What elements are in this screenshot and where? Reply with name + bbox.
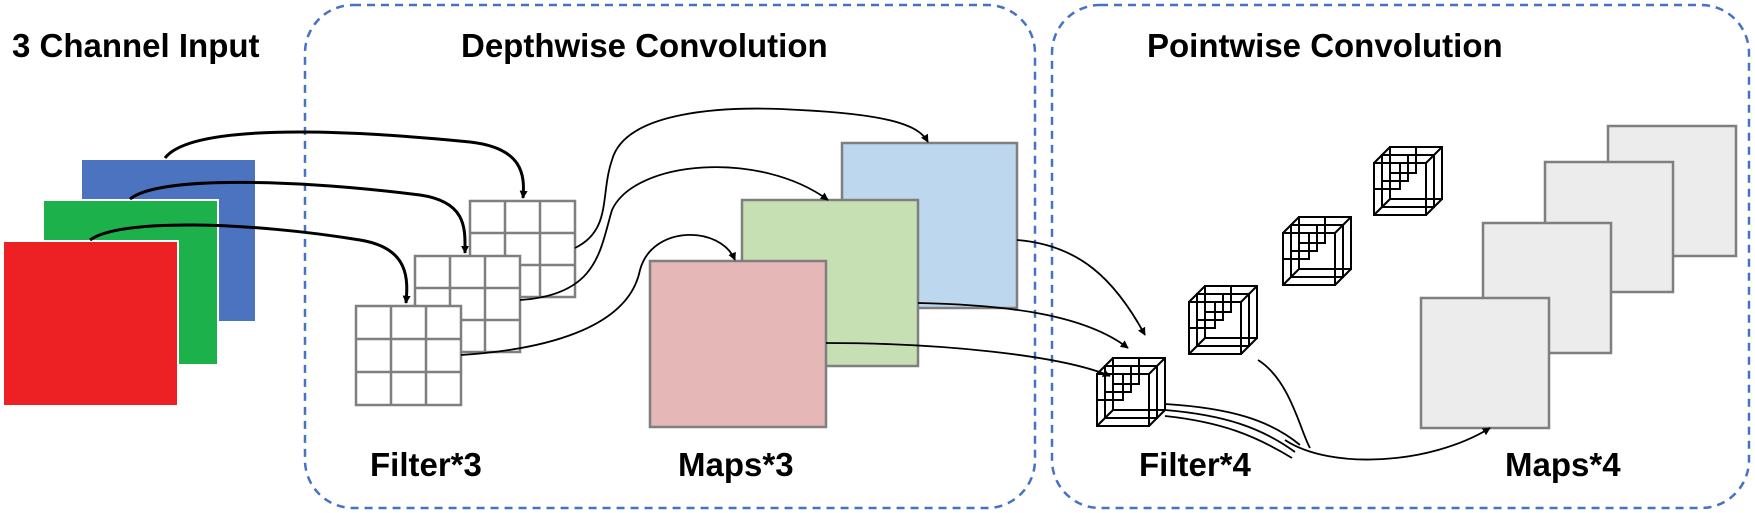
filter-to-map-arrows xyxy=(460,107,929,356)
arrow-icon xyxy=(574,107,929,249)
pw-map-1 xyxy=(1419,296,1551,430)
arrow-icon xyxy=(1284,427,1491,461)
arrow-icon xyxy=(917,302,1129,349)
input-to-filter-arrows xyxy=(89,130,528,304)
cube-icon xyxy=(1096,357,1166,427)
pw-filters-label: Filter*4 xyxy=(1139,446,1252,483)
pw-filter-3 xyxy=(1282,216,1352,286)
dw-filter-2 xyxy=(413,254,522,354)
dw-filters-label: Filter*3 xyxy=(370,446,482,483)
arrow-icon xyxy=(519,166,829,301)
depthwise-title: Depthwise Convolution xyxy=(461,27,828,64)
arrow-icon xyxy=(1016,239,1146,336)
depthwise-panel xyxy=(303,3,1037,510)
pointwise-panel xyxy=(1050,3,1751,510)
arrow-icon xyxy=(825,342,1111,377)
cube-icon xyxy=(1373,146,1443,216)
dw-filter-1 xyxy=(354,304,463,407)
dw-maps-label: Maps*3 xyxy=(678,446,794,483)
arrow-icon xyxy=(89,223,411,304)
pw-filter-4 xyxy=(1373,146,1443,216)
input-channel-red xyxy=(2,240,179,407)
map-to-pw-arrows xyxy=(825,239,1146,377)
pw-filter-2 xyxy=(1188,285,1258,355)
input-title: 3 Channel Input xyxy=(12,27,260,64)
pointwise-title: Pointwise Convolution xyxy=(1147,27,1503,64)
pw-maps-label: Maps*4 xyxy=(1505,446,1621,483)
pw-to-map-arrows xyxy=(1164,359,1491,461)
pw-filter-1 xyxy=(1096,357,1166,427)
arrow-icon xyxy=(129,180,470,254)
dw-map-red xyxy=(648,259,828,429)
arrow-icon xyxy=(163,130,528,199)
cube-icon xyxy=(1282,216,1352,286)
cube-icon xyxy=(1188,285,1258,355)
arrow-icon xyxy=(460,233,736,356)
